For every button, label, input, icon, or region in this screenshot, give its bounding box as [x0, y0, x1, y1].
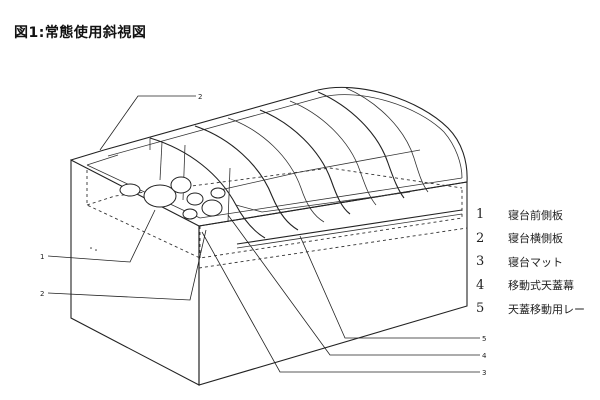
callout-5: 5 — [482, 335, 486, 343]
legend-number: 3 — [476, 254, 485, 270]
legend-label: 寝台マット — [508, 255, 563, 269]
legend-number: 5 — [476, 301, 485, 317]
legend-label: 天蓋移動用レー — [508, 302, 585, 316]
callout-4: 4 — [482, 352, 487, 360]
bed-mat-shapes — [119, 176, 226, 220]
callout-2-left: 2 — [40, 290, 44, 298]
callout-1: 1 — [40, 253, 44, 261]
figure-title: 図1:常態使用斜視図 — [14, 25, 147, 41]
callout-2-top: 2 — [198, 93, 202, 101]
legend-item: 1 寝台前側板 — [476, 203, 596, 227]
parts-legend: 1 寝台前側板 2 寝台横側板 3 寝台マット 4 移動式天蓋幕 5 天蓋移動用… — [476, 203, 596, 321]
callout-3: 3 — [482, 369, 486, 377]
legend-item: 2 寝台横側板 — [476, 227, 596, 251]
legend-item: 5 天蓋移動用レー — [476, 297, 596, 321]
legend-number: 4 — [476, 277, 485, 293]
legend-item: 4 移動式天蓋幕 — [476, 274, 596, 298]
legend-item: 3 寝台マット — [476, 250, 596, 274]
legend-number: 1 — [476, 207, 485, 223]
legend-label: 寝台前側板 — [508, 208, 563, 222]
bed-top-rim — [70, 149, 468, 227]
bed-side-panel — [198, 181, 468, 386]
canopy-rail — [236, 209, 463, 249]
legend-number: 2 — [476, 230, 485, 246]
legend-label: 移動式天蓋幕 — [508, 279, 574, 293]
hidden-lines — [86, 167, 468, 269]
canopy-cover — [103, 86, 468, 239]
speckle-dots — [90, 247, 97, 251]
leader-lines — [47, 95, 480, 373]
legend-label: 寝台横側板 — [508, 232, 563, 246]
